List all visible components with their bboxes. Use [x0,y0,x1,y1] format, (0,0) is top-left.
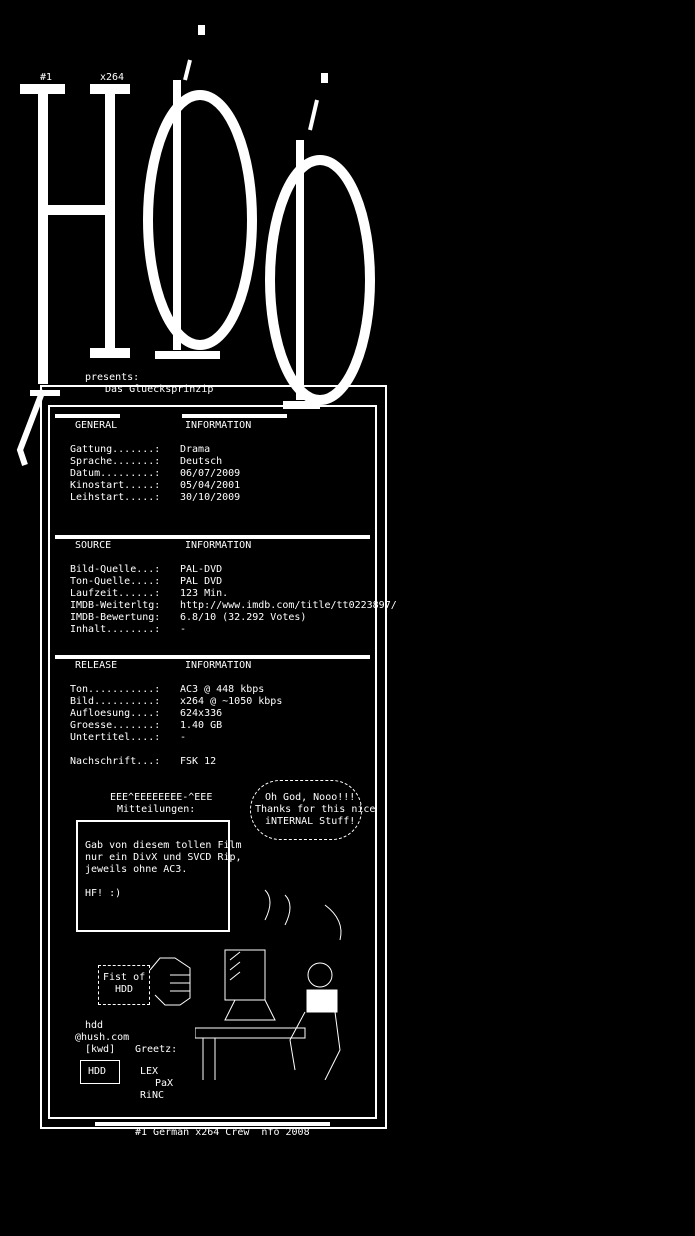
mitteilungen-box [76,820,230,932]
source-key-5: Inhalt........: [70,624,161,635]
fist-icon [149,957,191,1006]
greetz-name-2: RiNC [140,1090,165,1101]
computer-user-illustration [195,889,342,1080]
mitteilungen-line-1: nur ein DivX und SVCD Rip, [85,852,242,863]
general-val-4: 30/10/2009 [180,492,241,503]
greetz-label: Greetz: [135,1044,178,1055]
release-key-3: Groesse.......: [70,720,161,731]
general-header: GENERAL [75,420,118,431]
release-key-2: Aufloesung....: [70,708,161,719]
source-key-2: Laufzeit......: [70,588,161,599]
section-bar [55,535,370,539]
source-key-1: Ton-Quelle....: [70,576,161,587]
source-val-0: PAL-DVD [180,564,223,575]
release-key-0: Ton...........: [70,684,161,695]
release-key-5: Nachschrift...: [70,756,161,767]
source-key-3: IMDB-Weiterltg: [70,600,161,611]
fist-line-0: Fist of [103,972,146,983]
presents-label: presents: [85,372,140,383]
fist-line-1: HDD [115,984,134,995]
mitteilungen-line-2: jeweils ohne AC3. [85,864,188,875]
release-val-0: AC3 @ 448 kbps [180,684,265,695]
mitteilungen-line-0: Gab von diesem tollen Film [85,840,242,851]
speech-bubble [250,780,362,840]
general-val-1: Deutsch [180,456,223,467]
general-info-header: INFORMATION [185,420,252,431]
section-bar [182,414,287,418]
section-bar [55,655,370,659]
release-info-header: INFORMATION [185,660,252,671]
release-val-1: x264 @ ~1050 kbps [180,696,283,707]
greetz-name-0: LEX [140,1066,159,1077]
general-key-4: Leihstart.....: [70,492,161,503]
release-key-4: Untertitel....: [70,732,161,743]
source-val-1: PAL DVD [180,576,223,587]
release-val-2: 624x336 [180,708,223,719]
release-header: RELEASE [75,660,118,671]
general-key-3: Kinostart.....: [70,480,161,491]
section-bar [55,414,120,418]
general-val-0: Drama [180,444,211,455]
source-val-4: 6.8/10 (32.292 Votes) [180,612,307,623]
kwd-label: [kwd] [85,1044,116,1055]
imdb-link[interactable]: http://www.imdb.com/title/tt0223897/ [180,600,397,611]
fist-box [98,965,150,1005]
hdd-box [80,1060,120,1084]
source-val-5: - [180,624,187,635]
codec-label: x264 [100,72,125,83]
source-info-header: INFORMATION [185,540,252,551]
speech-line-0: Oh God, Nooo!!! [265,792,356,803]
footer-text: #1 German x264 Crew nfo 2008 [135,1127,310,1138]
source-header: SOURCE [75,540,112,551]
release-key-1: Bild..........: [70,696,161,707]
mitteilungen-deco: EEE^EEEEEEEE-^EEE [110,792,213,803]
footer-bar [95,1122,330,1126]
mitteilungen-title: Mitteilungen: [117,804,196,815]
contact-line-0: hdd [85,1020,104,1031]
general-val-2: 06/07/2009 [180,468,241,479]
nfo-frame-inner [48,405,377,1119]
movie-title: Das Gluecksprinzip [105,384,214,395]
speech-line-1: Thanks for this nice [255,804,376,815]
general-key-1: Sprache.......: [70,456,161,467]
greetz-name-1: PaX [155,1078,174,1089]
mitteilungen-line-4: HF! :) [85,888,122,899]
source-key-4: IMDB-Bewertung: [70,612,161,623]
general-key-2: Datum.........: [70,468,161,479]
contact-email[interactable]: @hush.com [75,1032,130,1043]
release-val-5: FSK 12 [180,756,217,767]
source-key-0: Bild-Quelle...: [70,564,161,575]
speech-line-2: iNTERNAL Stuff! [265,816,356,827]
general-key-0: Gattung.......: [70,444,161,455]
release-val-3: 1.40 GB [180,720,223,731]
source-val-2: 123 Min. [180,588,229,599]
general-val-3: 05/04/2001 [180,480,241,491]
nfo-frame-outer [40,385,387,1129]
hdd-box-label: HDD [88,1066,107,1077]
release-val-4: - [180,732,187,743]
rank-label: #1 [40,72,53,83]
